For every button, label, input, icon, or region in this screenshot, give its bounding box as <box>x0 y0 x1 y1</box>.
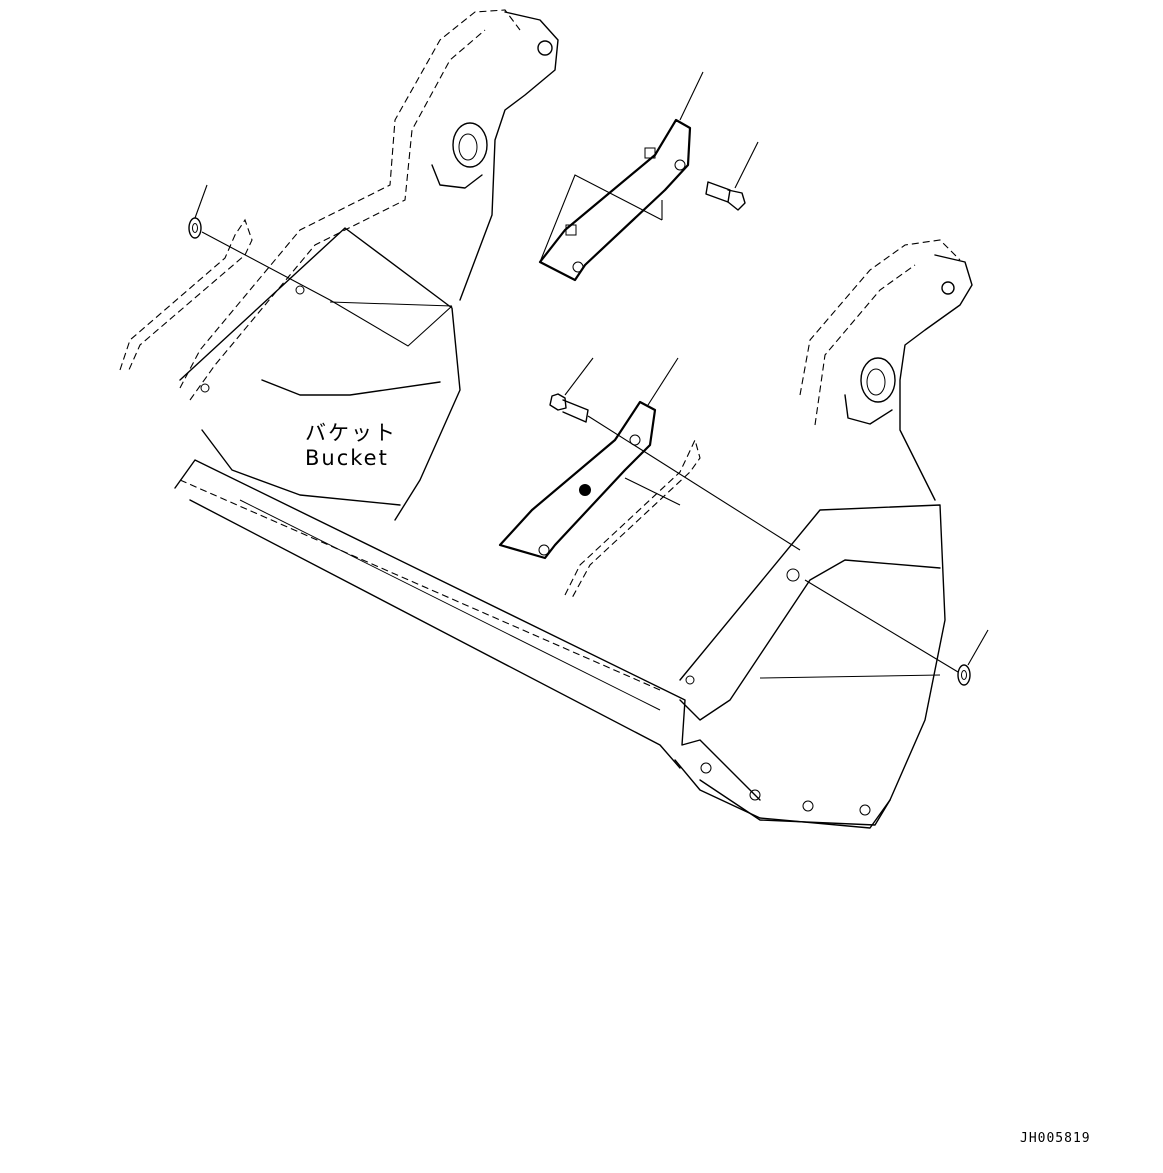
lower-bolt <box>549 393 589 423</box>
middle-wear-plate <box>564 438 701 599</box>
right-washer <box>957 664 971 686</box>
bucket-label-japanese: バケット <box>305 421 397 445</box>
bucket-outline <box>174 9 973 829</box>
bucket-label-english: Bucket <box>305 446 389 470</box>
lower-guard-part <box>498 400 657 560</box>
left-wear-plate <box>119 218 253 373</box>
assembly-lines <box>201 174 959 673</box>
upper-bolt <box>705 181 746 211</box>
left-washer <box>188 217 202 239</box>
drawing-code: JH005819 <box>1020 1131 1091 1146</box>
callout-leaders <box>194 71 989 666</box>
upper-guard-part <box>538 118 692 282</box>
